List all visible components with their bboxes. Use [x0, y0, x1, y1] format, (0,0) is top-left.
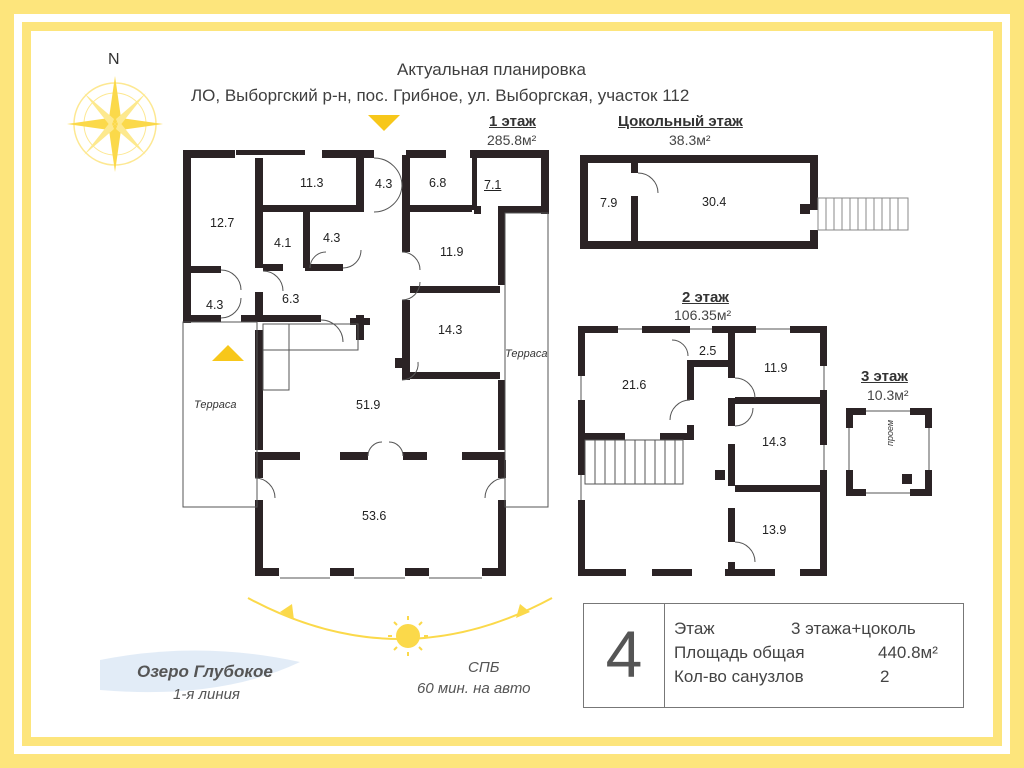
floor1-thin-lines — [182, 157, 549, 579]
room-label: 11.3 — [300, 176, 324, 190]
floor1-plan — [183, 150, 549, 576]
room-label: 7.9 — [600, 196, 618, 210]
sun-icon — [388, 616, 428, 656]
info-area-value: 440.8м² — [878, 643, 938, 662]
room-label: 6.8 — [429, 176, 447, 190]
basement-plan — [580, 155, 909, 249]
room-label: 30.4 — [702, 195, 727, 209]
basement-area: 38.3м² — [669, 132, 711, 148]
terrace-label-right: Терраса — [505, 348, 548, 360]
city-travel-time: 60 мин. на авто — [417, 680, 531, 697]
info-floors-value: 3 этажа+цоколь — [791, 619, 916, 638]
entrance-marker-top — [368, 115, 400, 131]
city-name: СПБ — [468, 659, 500, 676]
compass-rose-icon — [67, 76, 163, 172]
lake-line: 1-я линия — [173, 686, 240, 703]
room-label: 13.9 — [762, 523, 787, 537]
room-label: 21.6 — [622, 378, 647, 392]
lake-name: Озеро Глубокое — [137, 662, 273, 681]
floor2-plan — [578, 326, 827, 576]
room-label: 7.1 — [484, 178, 502, 192]
terrace-label-left: Терраса — [194, 399, 237, 411]
floor3-area: 10.3м² — [867, 387, 909, 403]
page-address: ЛО, Выборгский р-н, пос. Грибное, ул. Вы… — [191, 86, 690, 105]
info-bath-label: Кол-во санузлов — [674, 667, 804, 686]
floor1-title: 1 этаж — [489, 113, 536, 130]
info-floors-label: Этаж — [674, 619, 715, 638]
room-label: 6.3 — [282, 292, 300, 306]
opening-label: проем — [885, 419, 895, 446]
floor3-title: 3 этаж — [861, 368, 908, 385]
room-label: 14.3 — [438, 323, 463, 337]
floor1-area: 285.8м² — [487, 132, 537, 148]
room-label: 4.3 — [206, 298, 224, 312]
room-label: 4.3 — [375, 177, 393, 191]
entrance-marker-left — [212, 345, 244, 361]
info-area-label: Площадь общая — [674, 643, 805, 662]
compass-north-label: N — [108, 51, 120, 68]
floor2-area: 106.35м² — [674, 307, 732, 323]
room-label: 53.6 — [362, 509, 387, 523]
room-label: 4.1 — [274, 236, 292, 250]
room-label: 14.3 — [762, 435, 787, 449]
info-bath-value: 2 — [880, 667, 890, 686]
page-title: Актуальная планировка — [397, 60, 586, 79]
basement-title: Цокольный этаж — [618, 113, 743, 130]
room-label: 11.9 — [440, 245, 464, 259]
sun-path-arrow-left — [280, 604, 294, 620]
floor2-thin-lines — [580, 328, 825, 563]
room-label: 11.9 — [764, 361, 788, 375]
room-label: 12.7 — [210, 216, 235, 230]
room-label: 2.5 — [699, 344, 717, 358]
room-label: 4.3 — [323, 231, 341, 245]
info-number: 4 — [584, 604, 665, 707]
sun-path-arrow-right — [516, 604, 530, 618]
floor3-plan — [846, 408, 932, 496]
lake-swoosh — [100, 650, 300, 693]
floor2-title: 2 этаж — [682, 289, 729, 306]
room-label: 51.9 — [356, 398, 381, 412]
info-table: 4 Этаж 3 этажа+цоколь Площадь общая 440.… — [583, 603, 964, 708]
